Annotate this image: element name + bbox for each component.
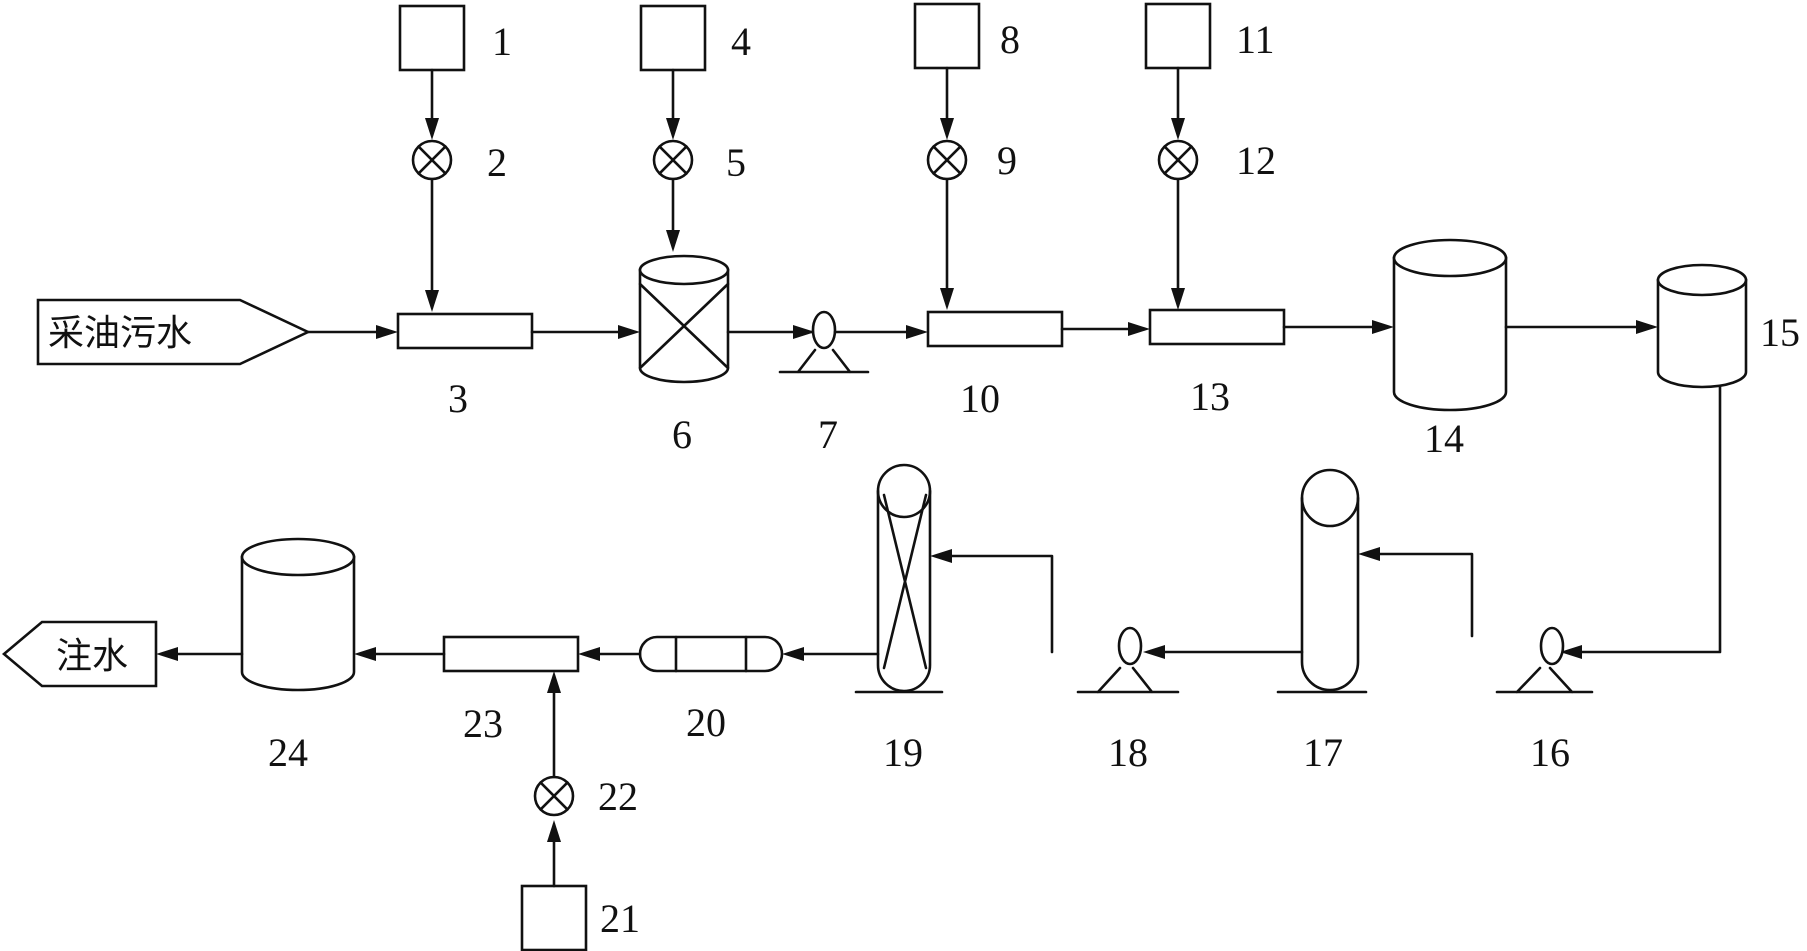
label-4: 4 — [731, 19, 751, 64]
arrowhead-4-5 — [666, 118, 680, 140]
label-9: 9 — [997, 138, 1017, 183]
line-16-17 — [1370, 552, 1474, 638]
arrowhead-16-17 — [1358, 547, 1380, 561]
label-20: 20 — [686, 700, 726, 745]
dosing-tank-1 — [398, 4, 466, 72]
arrowhead-10-13 — [1128, 322, 1150, 336]
arrowhead-18-19 — [930, 549, 952, 563]
arrowhead-20-23 — [578, 647, 600, 661]
dosing-tank-8 — [913, 2, 981, 70]
pipe-mixer-10 — [926, 310, 1064, 348]
arrowhead-23-24 — [354, 647, 376, 661]
arrowhead-6-7 — [793, 325, 815, 339]
label-15: 15 — [1760, 310, 1800, 355]
label-11: 11 — [1236, 17, 1275, 62]
arrowhead-1-2 — [425, 118, 439, 140]
line-15-16 — [1568, 385, 1722, 654]
label-3: 3 — [448, 376, 468, 421]
arrowhead-inlet-3 — [376, 325, 398, 339]
label-21: 21 — [600, 896, 640, 941]
label-18: 18 — [1108, 730, 1148, 775]
label-7: 7 — [818, 412, 838, 457]
line-18-19 — [943, 554, 1054, 654]
dosing-valve-5 — [652, 139, 694, 181]
inlet-box — [36, 298, 312, 366]
pump-16 — [1495, 626, 1594, 694]
label-12: 12 — [1236, 138, 1276, 183]
dosing-valve-12 — [1157, 139, 1199, 181]
arrowhead-5-6 — [666, 230, 680, 252]
dosing-tank-21 — [520, 884, 588, 951]
arrowhead-15-16 — [1560, 645, 1582, 659]
dosing-valve-2 — [411, 139, 453, 181]
label-2: 2 — [487, 140, 507, 185]
arrowhead-7-10 — [906, 325, 928, 339]
arrowhead-24-outlet — [156, 647, 178, 661]
arrowhead-9-10 — [940, 288, 954, 310]
arrowhead-19-20 — [782, 647, 804, 661]
label-10: 10 — [960, 376, 1000, 421]
precision-filter-20 — [638, 635, 784, 673]
pump-18 — [1076, 626, 1180, 694]
dosing-valve-22 — [533, 775, 575, 817]
arrowhead-3-6 — [618, 325, 640, 339]
label-16: 16 — [1530, 730, 1570, 775]
label-22: 22 — [598, 774, 638, 819]
pipe-mixer-13 — [1148, 308, 1286, 346]
arrowhead-14-15 — [1636, 320, 1658, 334]
arrowhead-12-13 — [1171, 288, 1185, 310]
arrowhead-13-14 — [1372, 320, 1394, 334]
filter-column-19 — [854, 463, 944, 694]
label-19: 19 — [883, 730, 923, 775]
pipe-mixer-3 — [396, 312, 534, 350]
outlet-label: 注水 — [56, 636, 128, 677]
label-23: 23 — [463, 701, 503, 746]
outlet-box — [1, 620, 158, 688]
storage-tank-24 — [240, 537, 356, 692]
arrowhead-21-22 — [547, 820, 561, 842]
dosing-tank-11 — [1144, 2, 1212, 70]
reaction-tank-6 — [638, 254, 730, 384]
arrowhead-17-18 — [1143, 645, 1165, 659]
label-13: 13 — [1190, 374, 1230, 419]
label-14: 14 — [1424, 416, 1464, 461]
buffer-tank-15 — [1656, 263, 1748, 389]
arrowhead-11-12 — [1171, 118, 1185, 140]
filter-column-17 — [1276, 468, 1368, 694]
pump-7 — [778, 310, 870, 374]
arrowhead-22-23 — [547, 671, 561, 693]
label-24: 24 — [268, 730, 308, 775]
label-6: 6 — [672, 412, 692, 457]
arrowhead-8-9 — [940, 118, 954, 140]
settling-tank-14 — [1392, 238, 1508, 412]
inlet-label: 采油污水 — [48, 313, 192, 354]
dosing-valve-9 — [926, 139, 968, 181]
label-17: 17 — [1303, 730, 1343, 775]
label-5: 5 — [726, 140, 746, 185]
label-1: 1 — [492, 19, 512, 64]
pipe-mixer-23 — [442, 635, 580, 673]
dosing-tank-4 — [639, 4, 707, 72]
arrowhead-2-3 — [425, 290, 439, 312]
label-8: 8 — [1000, 17, 1020, 62]
